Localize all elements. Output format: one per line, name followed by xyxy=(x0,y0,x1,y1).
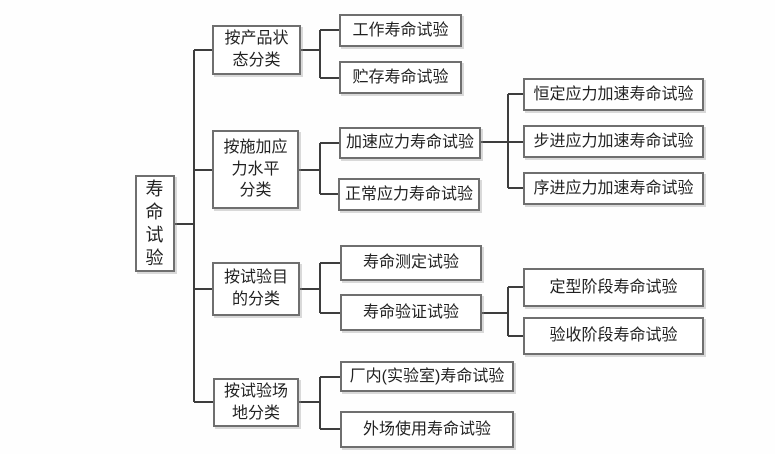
node-by-product-state: 按产品状 态分类 xyxy=(212,25,301,75)
connector-verification-fork xyxy=(482,286,523,337)
node-finalization-stage-life-test: 定型阶段寿命试验 xyxy=(523,268,704,307)
node-factory-lab-life-test: 厂内(实验室)寿命试验 xyxy=(340,361,514,392)
node-step-stress-accelerated-test: 步进应力加速寿命试验 xyxy=(523,125,704,158)
connector-accelerated-fork xyxy=(481,93,523,189)
connector-product-state-fork xyxy=(301,29,339,79)
node-storage-life-test: 贮存寿命试验 xyxy=(339,61,462,94)
node-field-use-life-test: 外场使用寿命试验 xyxy=(340,411,514,448)
node-accelerated-stress-test: 加速应力寿命试验 xyxy=(339,127,481,159)
node-acceptance-stage-life-test: 验收阶段寿命试验 xyxy=(523,317,704,355)
node-by-stress-level: 按施加应 力水平 分类 xyxy=(212,130,299,209)
node-life-test: 寿 命 试 验 xyxy=(135,175,175,272)
node-constant-stress-accelerated-test: 恒定应力加速寿命试验 xyxy=(523,78,704,111)
node-work-life-test: 工作寿命试验 xyxy=(339,14,462,47)
node-life-measurement-test: 寿命测定试验 xyxy=(340,245,482,281)
connector-root-trunk xyxy=(175,49,213,403)
node-by-test-purpose: 按试验目 的分类 xyxy=(212,262,300,316)
node-life-verification-test: 寿命验证试验 xyxy=(340,294,482,331)
node-progressive-stress-accelerated-test: 序进应力加速寿命试验 xyxy=(523,172,704,205)
connector-test-site-fork xyxy=(299,376,340,430)
node-by-test-site: 按试验场 地分类 xyxy=(213,378,299,427)
connector-test-purpose-fork xyxy=(300,262,340,314)
node-normal-stress-test: 正常应力寿命试验 xyxy=(338,178,480,211)
connector-stress-level-fork xyxy=(299,142,339,195)
